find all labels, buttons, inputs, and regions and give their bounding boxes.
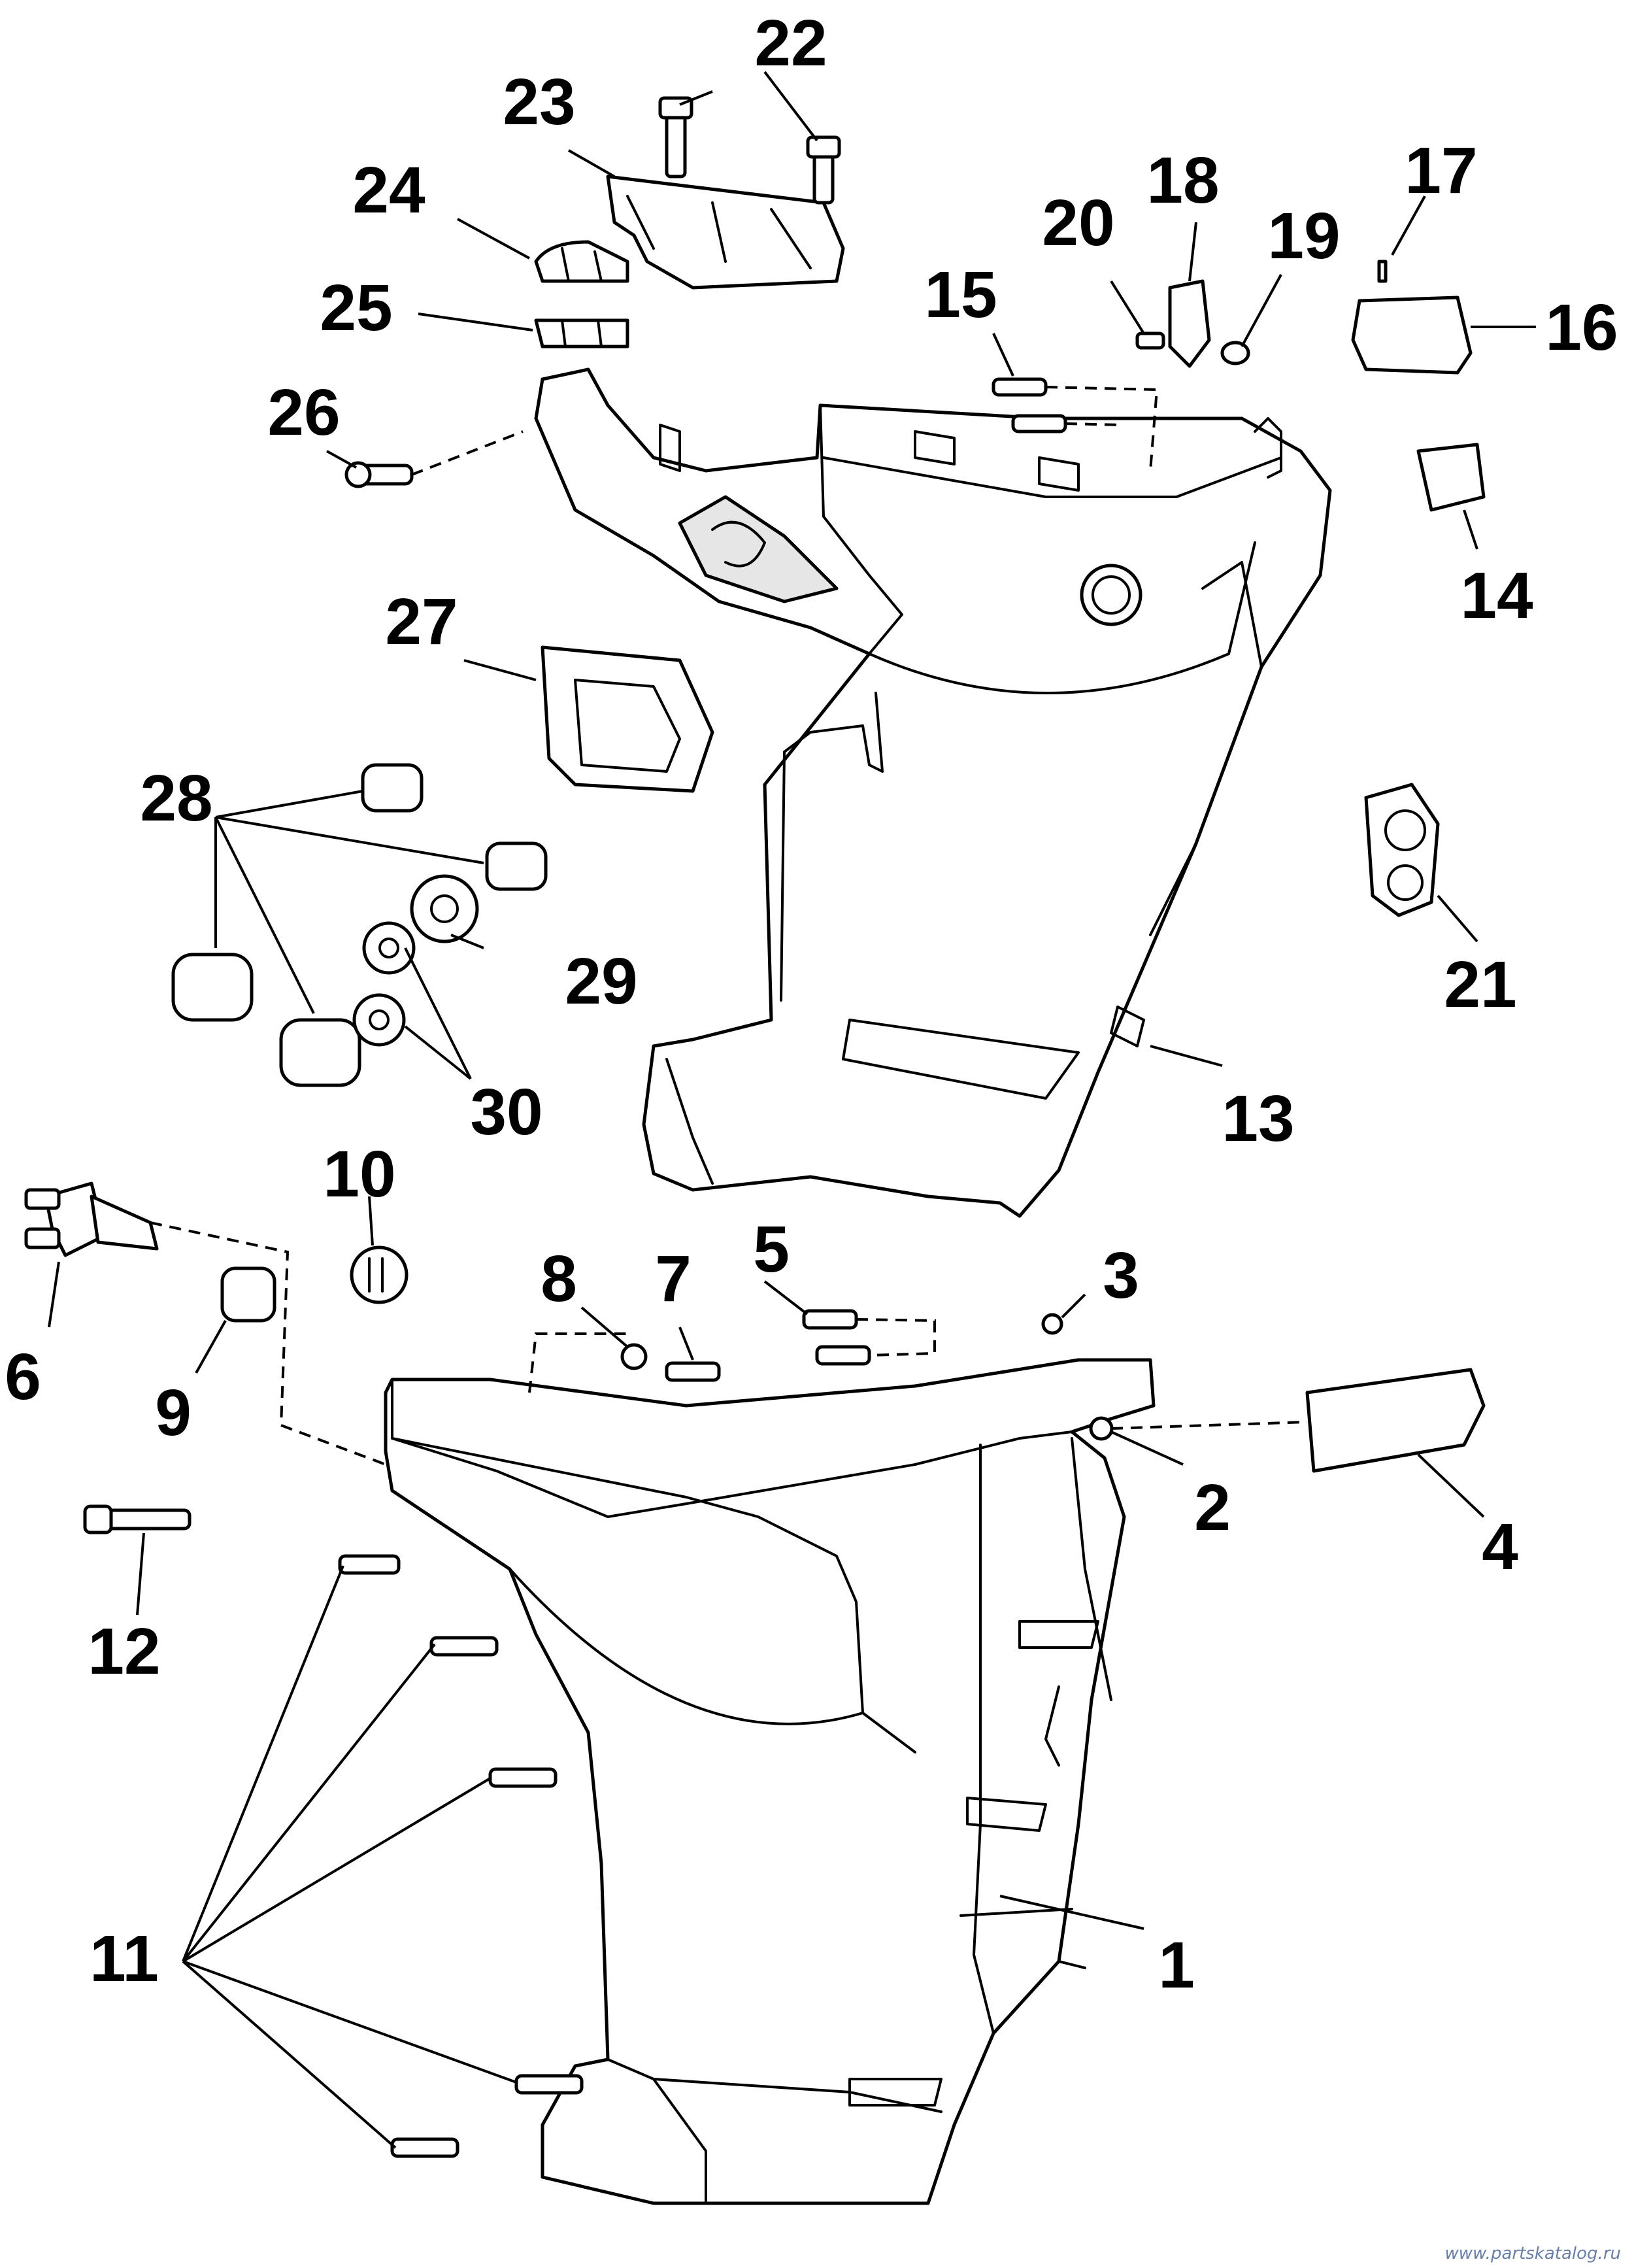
callout-28: 28 — [140, 762, 212, 835]
callout-25: 25 — [320, 271, 392, 345]
callout-29: 29 — [565, 945, 637, 1018]
insert-part-27 — [541, 645, 714, 793]
callout-6: 6 — [5, 1340, 41, 1413]
upper-side-cowl-part-13 — [534, 367, 1332, 1218]
lower-side-cowl-part-1 — [384, 1358, 1156, 2205]
callout-3: 3 — [1103, 1239, 1139, 1312]
callout-10: 10 — [323, 1138, 395, 1211]
screw-part-22 — [658, 96, 841, 205]
bracket-part-23 — [606, 175, 845, 290]
leader-lines — [48, 71, 1536, 2149]
connector-part-6 — [24, 1181, 159, 1257]
callout-11: 11 — [90, 1922, 159, 1995]
callout-27: 27 — [385, 585, 458, 658]
callout-19: 19 — [1267, 199, 1340, 273]
latch-part-24 — [534, 240, 629, 283]
latch-hook-part-18 — [1168, 279, 1211, 368]
callout-23: 23 — [503, 65, 575, 139]
clip-part-14 — [1416, 443, 1486, 512]
callout-16: 16 — [1545, 291, 1618, 364]
pin-part-17 — [1377, 260, 1388, 283]
washer-part-8 — [620, 1343, 648, 1370]
watermark-text: www.partskatalog.ru — [1445, 2244, 1621, 2263]
screw-part-26 — [344, 461, 414, 488]
callout-1: 1 — [1158, 1929, 1195, 2002]
callout-18: 18 — [1146, 144, 1219, 217]
washer-part-9 — [220, 1266, 276, 1323]
callout-5: 5 — [753, 1213, 790, 1286]
bolt-part-12 — [83, 1504, 192, 1534]
grommet-part-28 — [171, 763, 548, 1087]
callout-20: 20 — [1042, 186, 1114, 260]
callout-15: 15 — [924, 258, 997, 331]
callout-8: 8 — [541, 1242, 577, 1315]
screw-part-20 — [1135, 331, 1165, 350]
callout-4: 4 — [1482, 1510, 1518, 1583]
nut-part-3 — [1041, 1313, 1063, 1335]
callout-24: 24 — [352, 154, 425, 227]
callout-labels: 1 2 3 4 5 6 7 8 9 10 11 12 13 14 15 16 1… — [5, 7, 1618, 2002]
callout-13: 13 — [1222, 1082, 1294, 1155]
callout-30: 30 — [470, 1075, 542, 1149]
callout-17: 17 — [1405, 134, 1477, 207]
callout-21: 21 — [1444, 948, 1516, 1021]
bolt-part-11 — [338, 1554, 584, 2158]
screw-part-7 — [665, 1361, 721, 1382]
callout-9: 9 — [155, 1376, 192, 1449]
latch-part-25 — [534, 318, 629, 348]
washer-part-30 — [352, 921, 416, 1047]
callout-26: 26 — [267, 376, 340, 449]
washer-part-29 — [410, 874, 479, 943]
callout-12: 12 — [88, 1615, 160, 1688]
callout-22: 22 — [754, 7, 827, 80]
alignment-lines — [150, 386, 1308, 1466]
plug-part-10 — [350, 1245, 408, 1304]
callout-7: 7 — [655, 1242, 692, 1315]
callout-2: 2 — [1194, 1471, 1231, 1544]
fastener-part-2 — [1089, 1416, 1114, 1441]
cap-part-16 — [1351, 296, 1473, 375]
washer-part-19 — [1220, 341, 1250, 365]
grommet-part-21 — [1364, 783, 1440, 917]
callout-14: 14 — [1460, 559, 1533, 632]
trim-part-4 — [1305, 1368, 1486, 1473]
